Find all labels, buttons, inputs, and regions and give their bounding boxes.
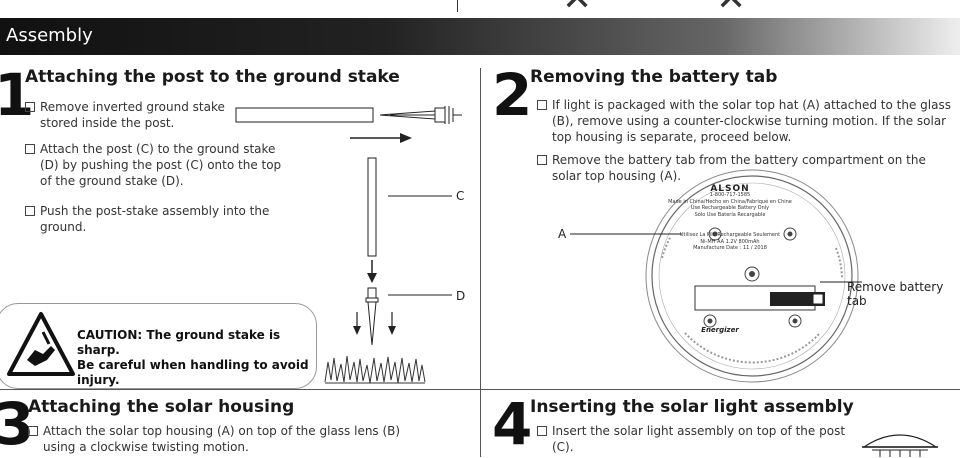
solar-light-illustration	[862, 434, 938, 457]
checkbox-icon	[537, 155, 547, 165]
remove-battery-tab-label: Remove battery tab	[847, 280, 944, 308]
leader-line-a	[570, 233, 682, 235]
top-divider	[457, 0, 458, 12]
caution-text: CAUTION: The ground stake is sharp. Be c…	[77, 328, 309, 387]
x-mark-icon: ✕	[562, 0, 592, 18]
step-3-heading: Attaching the solar housing	[28, 397, 295, 417]
disc-info-text: 1-800-717-1585 Made in China/Hecho en Ch…	[668, 192, 792, 251]
step-1-number: 1	[0, 61, 35, 129]
step-2-heading: Removing the battery tab	[530, 67, 778, 87]
checkbox-icon	[537, 426, 547, 436]
x-mark-icon: ✕	[716, 0, 746, 18]
row-divider	[0, 389, 960, 390]
battery-brand-text: Energizer	[701, 326, 739, 334]
checkbox-icon	[28, 426, 38, 436]
step-3-bullet: Attach the solar top housing (A) on top …	[28, 423, 428, 455]
label-d: D	[456, 289, 466, 303]
checkbox-icon	[537, 100, 547, 110]
step-2-bullet: If light is packaged with the solar top …	[537, 97, 955, 145]
caution-box: CAUTION: The ground stake is sharp. Be c…	[0, 303, 317, 389]
step-1-heading: Attaching the post to the ground stake	[25, 67, 400, 87]
solar-housing-illustration	[645, 169, 859, 383]
step-4-number: 4	[492, 390, 533, 458]
label-a: A	[558, 227, 567, 241]
step-4-bullet: Insert the solar light assembly on top o…	[537, 423, 857, 455]
top-strip: ✕ ✕	[0, 0, 960, 18]
checkbox-icon	[25, 144, 35, 154]
grass-illustration	[324, 355, 426, 384]
checkbox-icon	[25, 102, 35, 112]
step-1-bullet: Remove inverted ground stake stored insi…	[25, 99, 225, 131]
post-stake-illustration	[235, 106, 462, 384]
label-c: C	[456, 189, 465, 203]
section-title: Assembly	[6, 25, 93, 46]
checkbox-icon	[25, 206, 35, 216]
ground-stake-horizontal	[379, 106, 462, 124]
leader-line-tab	[820, 281, 862, 283]
step-2-number: 2	[492, 61, 533, 129]
brand-logo: ALSON	[710, 184, 750, 194]
column-divider	[480, 68, 481, 457]
step-3-number: 3	[0, 390, 35, 458]
section-header: Assembly	[0, 18, 960, 55]
warning-hand-icon	[7, 312, 75, 376]
step-1-bullet: Attach the post (C) to the ground stake …	[25, 141, 290, 189]
step-4-heading: Inserting the solar light assembly	[530, 397, 854, 417]
step-1-bullet: Push the post-stake assembly into the gr…	[25, 203, 315, 235]
step-2-bullet: Remove the battery tab from the battery …	[537, 152, 947, 184]
